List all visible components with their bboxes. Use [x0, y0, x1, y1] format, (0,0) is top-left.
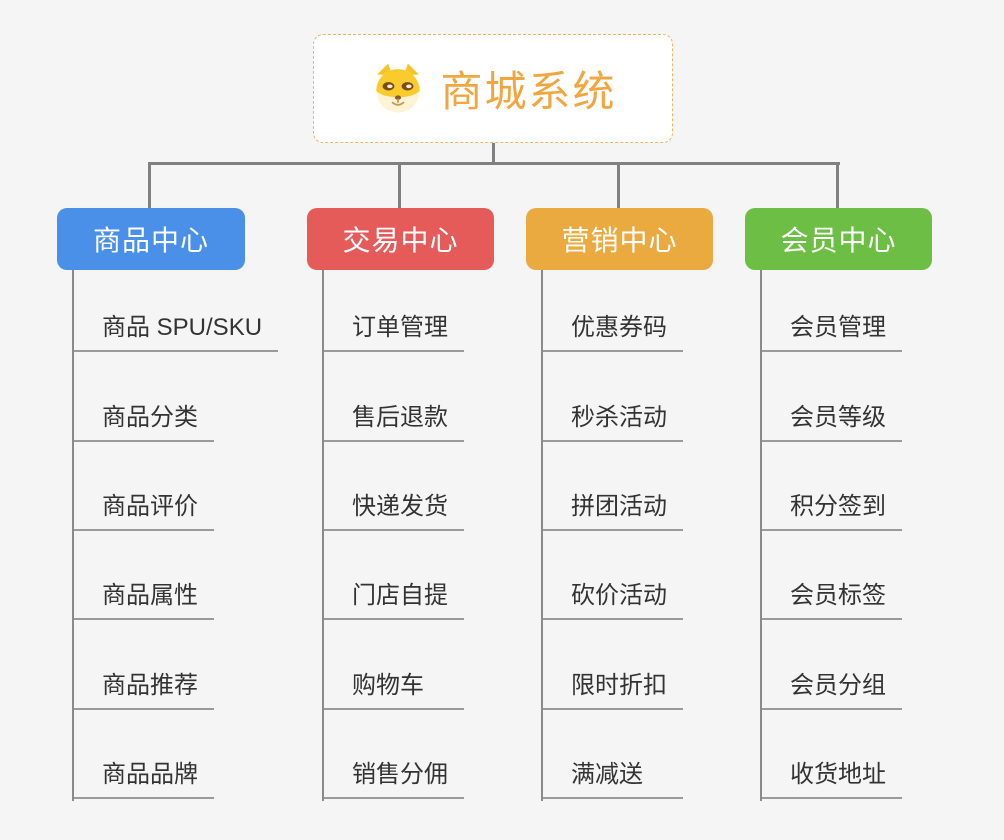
branch-item[interactable]: 商品 SPU/SKU — [74, 308, 279, 352]
branch-item[interactable]: 会员管理 — [762, 308, 902, 352]
branch-header-member-center[interactable]: 会员中心 — [745, 208, 932, 270]
branch-item[interactable]: 收货地址 — [762, 755, 902, 799]
branch-header-product-center[interactable]: 商品中心 — [57, 208, 245, 270]
branch-member-center: 会员中心 会员管理会员等级积分签到会员标签会员分组收货地址 — [745, 208, 932, 801]
branch-item[interactable]: 会员分组 — [762, 666, 902, 710]
branch-list: 订单管理售后退款快递发货门店自提购物车销售分佣 — [322, 270, 494, 801]
branch-item[interactable]: 订单管理 — [324, 308, 464, 352]
root-title: 商城系统 — [440, 68, 617, 115]
branch-item[interactable]: 优惠券码 — [543, 308, 683, 352]
branch-item[interactable]: 售后退款 — [324, 398, 464, 442]
branch-item[interactable]: 商品分类 — [74, 398, 214, 442]
branch-item[interactable]: 会员等级 — [762, 398, 902, 442]
branch-item[interactable]: 积分签到 — [762, 487, 902, 531]
connector-rail — [148, 162, 840, 165]
branch-marketing-center: 营销中心 优惠券码秒杀活动拼团活动砍价活动限时折扣满减送 — [526, 208, 713, 801]
root-node[interactable]: 商城系统 — [313, 34, 673, 143]
branch-list: 优惠券码秒杀活动拼团活动砍价活动限时折扣满减送 — [541, 270, 713, 801]
branch-header-trade-center[interactable]: 交易中心 — [307, 208, 494, 270]
branch-item[interactable]: 拼团活动 — [543, 487, 683, 531]
branch-item[interactable]: 满减送 — [543, 755, 683, 799]
branch-item[interactable]: 购物车 — [324, 666, 464, 710]
branch-item[interactable]: 商品属性 — [74, 576, 214, 620]
branch-item[interactable]: 快递发货 — [324, 487, 464, 531]
branch-item[interactable]: 秒杀活动 — [543, 398, 683, 442]
connector-drop-1 — [148, 162, 151, 208]
connector-drop-3 — [617, 162, 620, 208]
branch-item[interactable]: 砍价活动 — [543, 576, 683, 620]
branch-item[interactable]: 销售分佣 — [324, 755, 464, 799]
connector-drop-2 — [398, 162, 401, 208]
branch-item[interactable]: 商品推荐 — [74, 666, 214, 710]
connector-stem — [492, 143, 495, 164]
branch-header-marketing-center[interactable]: 营销中心 — [526, 208, 713, 270]
branch-product-center: 商品中心 商品 SPU/SKU 商品分类商品评价商品属性商品推荐商品品牌 — [57, 208, 279, 801]
connector-drop-4 — [836, 162, 839, 208]
branch-item[interactable]: 商品品牌 — [74, 755, 214, 799]
branch-item[interactable]: 限时折扣 — [543, 666, 683, 710]
branch-list: 会员管理会员等级积分签到会员标签会员分组收货地址 — [760, 270, 932, 801]
branch-item[interactable]: 商品评价 — [74, 487, 214, 531]
branch-trade-center: 交易中心 订单管理售后退款快递发货门店自提购物车销售分佣 — [307, 208, 494, 801]
shiba-dog-icon — [376, 63, 421, 113]
branch-item[interactable]: 会员标签 — [762, 576, 902, 620]
branch-list: 商品 SPU/SKU 商品分类商品评价商品属性商品推荐商品品牌 — [72, 270, 279, 801]
branch-item[interactable]: 门店自提 — [324, 576, 464, 620]
